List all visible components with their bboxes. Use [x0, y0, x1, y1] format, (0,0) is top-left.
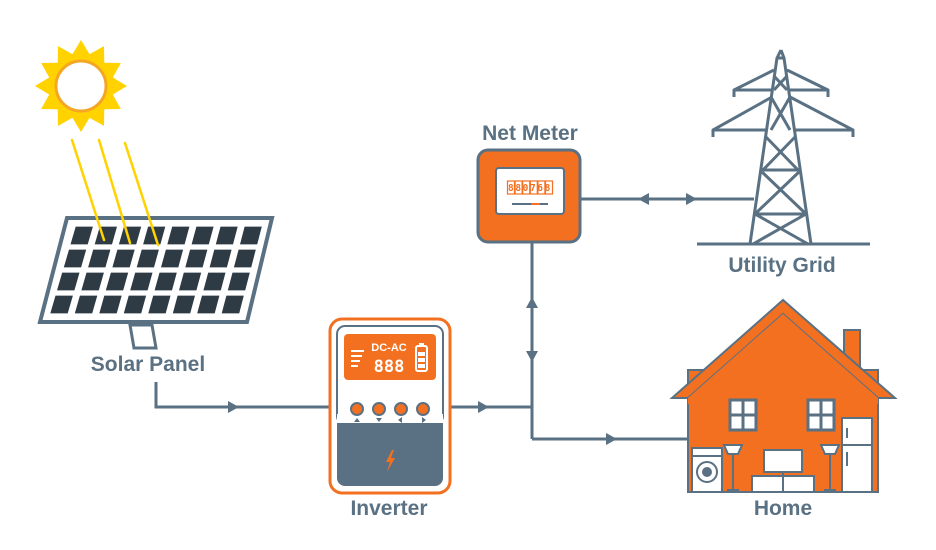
panel-cell [172, 295, 195, 314]
triangle-right-icon [422, 417, 426, 423]
panel-cell [215, 226, 238, 245]
triangle-down-icon [376, 418, 382, 422]
panel-cell [240, 226, 262, 245]
net-meter-label: Net Meter [482, 122, 578, 145]
panel-cell [185, 249, 208, 268]
inverter-label: Inverter [350, 497, 427, 520]
sun-beams [70, 138, 160, 247]
panel-cell [130, 272, 153, 291]
inverter-buttons [350, 402, 430, 423]
triangle-up-icon [354, 418, 360, 422]
sun-icon [35, 40, 127, 132]
meter-digit-box [544, 180, 554, 195]
house-window-left [728, 398, 758, 432]
inverter-button-left[interactable] [394, 402, 408, 416]
house-window-right [806, 398, 836, 432]
utility-grid-label: Utility Grid [728, 254, 835, 277]
panel-cell [161, 249, 184, 268]
inverter-button-up[interactable] [350, 402, 364, 416]
arrow-left-icon [638, 193, 649, 205]
panel-cell [167, 226, 190, 245]
inverter-button-down[interactable] [372, 402, 386, 416]
fridge-icon [841, 417, 873, 493]
panel-cell [123, 295, 147, 314]
inverter: DC-AC 888 Inverter [328, 317, 452, 520]
panel-cell [57, 272, 80, 291]
panel-cell [227, 272, 250, 291]
arrow-right-icon [686, 193, 697, 205]
meter-digit-box [529, 180, 538, 195]
panel-cell [81, 272, 104, 291]
panel-cell [118, 226, 142, 245]
panel-cell [154, 272, 177, 291]
panel-cell [99, 295, 122, 314]
panel-cell [197, 295, 220, 314]
arrow-down-icon [526, 351, 538, 362]
panel-cell [136, 249, 159, 268]
net-meter: 880768 Net Meter [476, 122, 582, 244]
panel-cell [203, 272, 226, 291]
tv-icon [763, 449, 803, 476]
inverter-digits: 888 [374, 357, 405, 377]
meter-digits: 880768 [508, 183, 552, 194]
panel-cell [50, 295, 73, 314]
panel-cell [209, 249, 232, 268]
panel-cell [191, 226, 214, 245]
panel-cell [148, 295, 171, 314]
panel-cell [233, 249, 256, 268]
lamp-icon [722, 444, 744, 491]
lamp-icon [819, 444, 841, 491]
panel-cell [221, 295, 244, 314]
arrow-right-icon [478, 401, 489, 413]
arrow-right-icon [228, 401, 239, 413]
panel-cell [70, 226, 93, 245]
panel-cell [63, 249, 87, 268]
tv-cabinet [751, 475, 815, 493]
connection-lines [154, 197, 754, 441]
home-label: Home [754, 497, 812, 520]
arrow-up-icon [526, 297, 538, 308]
meter-digit-boxes [506, 180, 554, 195]
panel-to-inverter-line [154, 382, 330, 409]
washing-machine-icon [691, 447, 723, 493]
menu-lines-icon [351, 350, 364, 367]
lightning-icon [386, 450, 395, 472]
panel-cell [88, 249, 111, 268]
utility-grid-tower-icon [697, 49, 870, 246]
panel-cell [179, 272, 202, 291]
home-icon [669, 298, 898, 493]
solar-panel-label: Solar Panel [91, 353, 205, 376]
panel-stand [128, 323, 158, 350]
panel-cells [50, 226, 262, 314]
inverter-mode-text: DC-AC [371, 342, 406, 354]
panel-cell [105, 272, 129, 291]
meter-digit-box [514, 180, 523, 195]
panel-cell [112, 249, 135, 268]
inverter-button-right[interactable] [416, 402, 430, 416]
flow-arrows [228, 193, 697, 445]
battery-icon [415, 343, 428, 372]
panel-cell [74, 295, 98, 314]
solar-panel: Solar Panel [37, 138, 275, 376]
inverter-screen [344, 334, 436, 380]
arrow-right-icon [606, 433, 617, 445]
triangle-left-icon [398, 417, 402, 423]
